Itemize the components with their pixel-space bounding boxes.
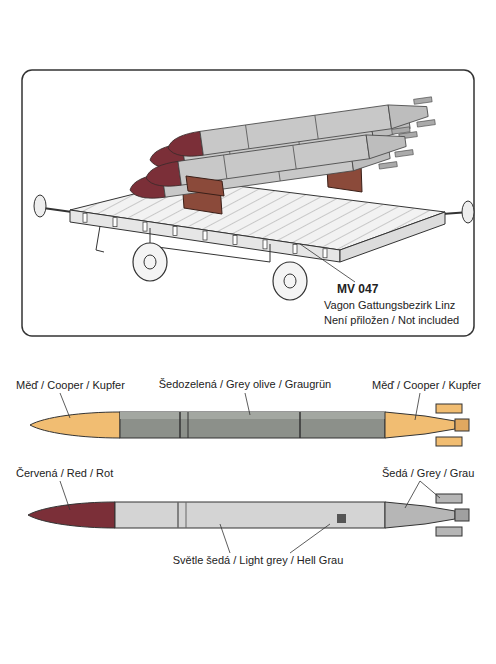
part-number: MV 047: [335, 283, 380, 296]
part-name: Vagon Gattungsbezirk Linz: [322, 299, 457, 312]
torpedo-grey: [28, 494, 469, 536]
color-callout: Světle šedá / Light grey / Hell Grau: [171, 554, 346, 567]
color-callout: Červená / Red / Rot: [14, 467, 115, 480]
color-callout: Měď / Cooper / Kupfer: [370, 379, 483, 392]
torpedo-olive: [30, 404, 469, 446]
color-callout: Šedozelená / Grey olive / Graugrün: [157, 378, 333, 391]
color-callout: Měď / Cooper / Kupfer: [14, 379, 127, 392]
note: Není přiložen / Not included: [322, 314, 461, 327]
color-callout: Šedá / Grey / Grau: [380, 467, 476, 480]
flat-wagon: [34, 180, 474, 300]
